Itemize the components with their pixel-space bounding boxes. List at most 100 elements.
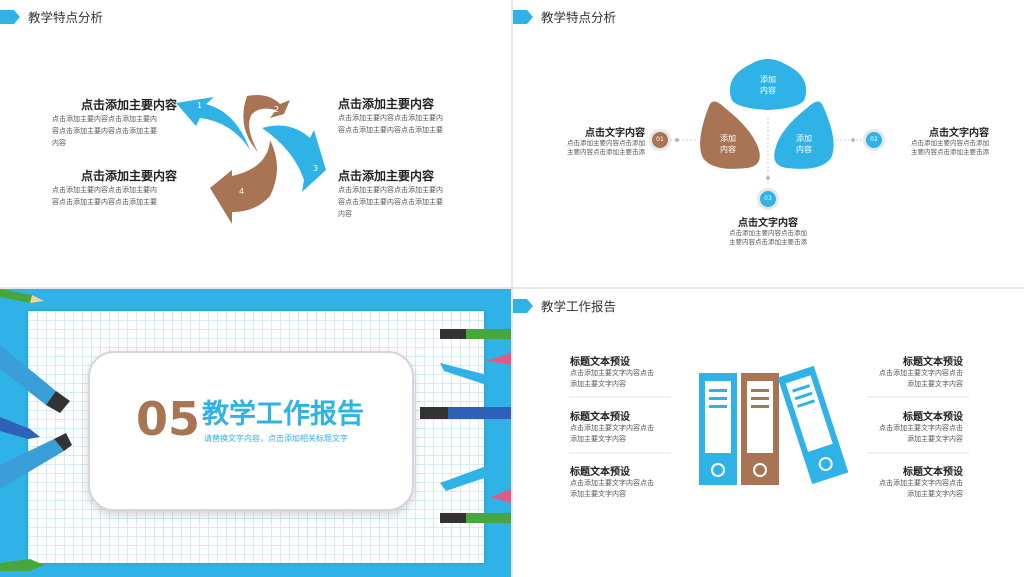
block-line: 点击添加主要内容点击添加主要内 [52, 115, 157, 123]
arrow-1-shape [176, 97, 250, 150]
badge-02-label: 02 [870, 136, 878, 143]
arrow-3-shape [262, 125, 326, 192]
arrow-2-shape [243, 95, 290, 152]
callout-right[interactable]: 点击文字内容 点击添加主要内容点击添加 主要内容点击添加主要击添 [889, 124, 989, 157]
item-line: 添加主要文字内容 [907, 435, 963, 443]
binder-tilted-icon [777, 365, 849, 485]
petal-right-label: 添加 内容 [792, 133, 816, 155]
petal-top-label: 添加 内容 [756, 74, 780, 96]
callout-title: 点击文字内容 [929, 128, 989, 139]
slide-section-cover[interactable]: 05 教学工作报告 请替换文字内容，点击添加相关标题文字 [0, 289, 511, 577]
cover-card [88, 351, 414, 511]
petal-left-label: 添加 内容 [716, 133, 740, 155]
pencil-blue-icon [440, 457, 511, 491]
block-title: 点击添加主要内容 [338, 97, 435, 111]
item-line: 添加主要文字内容 [570, 435, 626, 443]
text-block-top-right[interactable]: 点击添加主要内容 点击添加主要内容点击添加主要内 容点击添加主要内容点击添加主要 [338, 95, 463, 136]
item-line: 点击添加主要文字内容点击 [570, 424, 654, 432]
callout-bottom[interactable]: 点击文字内容 点击添加主要内容点击添加 主要内容点击添加主要击添 [718, 214, 818, 247]
block-line: 点击添加主要内容点击添加主要内 [338, 186, 443, 194]
number-1: 1 [197, 101, 203, 110]
callout-title: 点击文字内容 [585, 128, 645, 139]
text-block-bottom-left[interactable]: 点击添加主要内容 点击添加主要内容点击添加主要内 容点击添加主要内容点击添加主要 [52, 167, 177, 208]
number-3: 3 [313, 164, 319, 173]
item-line: 点击添加主要文字内容点击 [879, 369, 963, 377]
slide-teaching-features-1[interactable]: 教学特点分析 1 2 3 4 点击添加主要内容 点击添加主要内容点击添加主要内 … [0, 0, 511, 287]
callout-left[interactable]: 点击文字内容 点击添加主要内容点击添加 主要内容点击添加主要击添 [545, 124, 645, 157]
block-line: 点击添加主要内容点击添加主要内 [52, 186, 157, 194]
binders-illustration [569, 365, 969, 485]
pen-green-icon [440, 329, 511, 339]
marker-blue-icon [0, 345, 70, 413]
pinwheel-diagram [176, 95, 326, 224]
number-4: 4 [239, 187, 245, 196]
binder-blue-icon [699, 373, 737, 485]
triangle-petal-diagram [649, 59, 885, 210]
item-title: 标题文本预设 [570, 467, 630, 478]
badge-01-label: 01 [656, 136, 664, 143]
slide-work-report[interactable]: 教学工作报告 [513, 289, 1024, 577]
petal-label-line: 添加 [760, 75, 776, 84]
right-item-3[interactable]: 标题文本预设 点击添加主要文字内容点击 添加主要文字内容 [859, 463, 963, 500]
item-line: 添加主要文字内容 [570, 490, 626, 498]
pen-green-icon [440, 513, 511, 523]
item-line: 点击添加主要文字内容点击 [570, 369, 654, 377]
text-block-bottom-right[interactable]: 点击添加主要内容 点击添加主要内容点击添加主要内 容点击添加主要内容点击添加主要… [338, 167, 463, 220]
item-line: 添加主要文字内容 [570, 380, 626, 388]
callout-line: 点击添加主要内容点击添加 [729, 229, 807, 237]
arrow-4-shape [210, 140, 277, 224]
slide-title: 教学特点分析 [541, 10, 617, 25]
text-block-top-left[interactable]: 点击添加主要内容 点击添加主要内容点击添加主要内 容点击添加主要内容点击添加主要… [52, 96, 177, 149]
callout-line: 主要内容点击添加主要击添 [567, 148, 645, 156]
header-tag-icon [513, 299, 533, 313]
left-item-2[interactable]: 标题文本预设 点击添加主要文字内容点击 添加主要文字内容 [570, 408, 654, 445]
item-title: 标题文本预设 [903, 467, 963, 478]
pencil-decoration [0, 289, 511, 571]
block-line: 容点击添加主要内容点击添加主要 [338, 126, 443, 134]
left-item-3[interactable]: 标题文本预设 点击添加主要文字内容点击 添加主要文字内容 [570, 463, 654, 500]
right-item-2[interactable]: 标题文本预设 点击添加主要文字内容点击 添加主要文字内容 [859, 408, 963, 445]
item-title: 标题文本预设 [903, 357, 963, 368]
petal-label-line: 内容 [796, 145, 812, 154]
header-tag-icon [0, 10, 20, 24]
block-line: 容点击添加主要内容点击添加主要 [338, 198, 443, 206]
pen-blue-icon [420, 407, 511, 419]
binder-brown-icon [741, 373, 779, 485]
section-title: 教学工作报告 [202, 399, 364, 430]
badge-03-label: 03 [764, 195, 772, 202]
pen-pink-icon [490, 489, 511, 503]
block-line: 容点击添加主要内容点击添加主要 [52, 127, 157, 135]
item-line: 添加主要文字内容 [907, 490, 963, 498]
marker-blue-icon [0, 433, 72, 489]
callout-line: 点击添加主要内容点击添加 [911, 139, 989, 147]
item-line: 添加主要文字内容 [907, 380, 963, 388]
pen-pink-icon [486, 353, 511, 365]
block-line: 内容 [52, 139, 66, 147]
petal-label-line: 添加 [796, 134, 812, 143]
section-number: 05 [136, 392, 201, 446]
item-line: 点击添加主要文字内容点击 [879, 424, 963, 432]
number-2: 2 [274, 105, 280, 114]
slide-teaching-features-2[interactable]: 教学特点分析 添加 内容 添加 内容 添加 内容 01 02 03 [513, 0, 1024, 287]
block-title: 点击添加主要内容 [80, 169, 177, 183]
petal-label-line: 内容 [720, 145, 736, 154]
item-title: 标题文本预设 [570, 357, 630, 368]
block-line: 点击添加主要内容点击添加主要内 [338, 114, 443, 122]
block-line: 内容 [338, 210, 352, 218]
item-line: 点击添加主要文字内容点击 [570, 479, 654, 487]
block-title: 点击添加主要内容 [80, 98, 177, 112]
pencil-green-icon [0, 559, 44, 571]
callout-line: 主要内容点击添加主要击添 [911, 148, 989, 156]
pencil-blue-icon [440, 363, 511, 393]
left-item-1[interactable]: 标题文本预设 点击添加主要文字内容点击 添加主要文字内容 [570, 353, 654, 390]
slide-title: 教学工作报告 [541, 299, 617, 314]
petal-right-shape [774, 101, 834, 169]
callout-line: 主要内容点击添加主要击添 [729, 238, 807, 246]
petal-left-shape [700, 101, 760, 169]
block-line: 容点击添加主要内容点击添加主要 [52, 198, 157, 206]
block-title: 点击添加主要内容 [338, 169, 435, 183]
slide-title: 教学特点分析 [28, 10, 104, 25]
pencil-blue-icon [0, 417, 40, 439]
right-item-1[interactable]: 标题文本预设 点击添加主要文字内容点击 添加主要文字内容 [859, 353, 963, 390]
section-subtitle: 请替换文字内容，点击添加相关标题文字 [204, 434, 348, 443]
